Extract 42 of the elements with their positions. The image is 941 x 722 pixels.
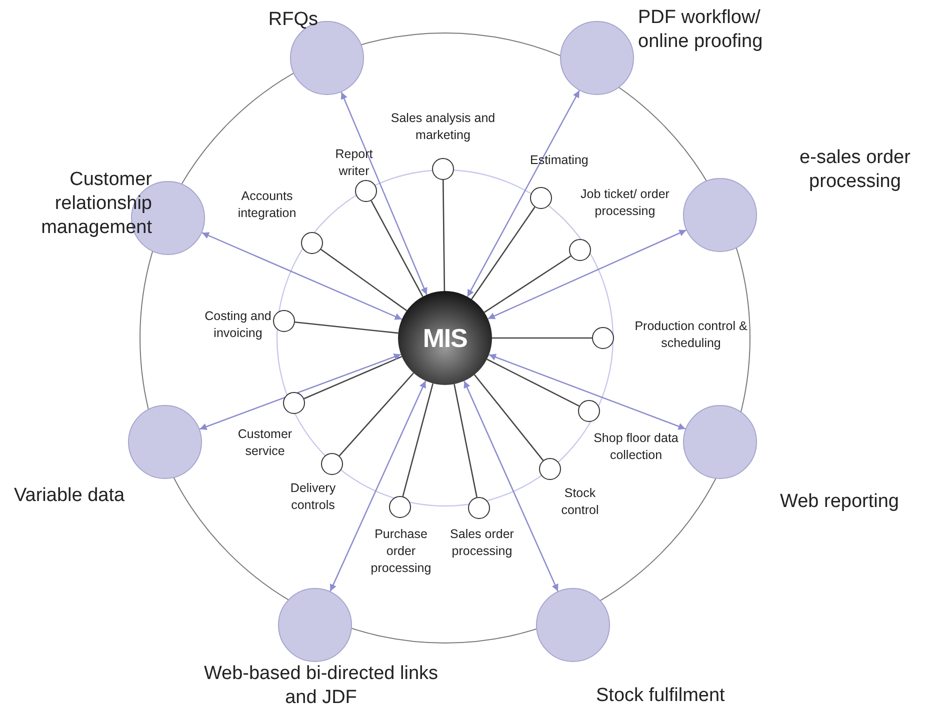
node-label: Costing and invoicing	[204, 308, 272, 342]
connector-line	[484, 255, 572, 313]
node-label: Estimating	[530, 152, 590, 169]
arrow	[340, 92, 428, 295]
connector-line	[486, 358, 580, 407]
connector-line	[492, 337, 592, 339]
arrow	[488, 354, 686, 430]
connector-line	[474, 374, 544, 461]
arrow	[488, 230, 686, 320]
node-label: PDF workflow/ online proofing	[638, 6, 764, 54]
connector-line	[370, 200, 424, 297]
node-label: Report writer	[334, 146, 374, 180]
node-label: Purchase order processing	[370, 526, 432, 577]
node-label: Job ticket/ order processing	[580, 186, 670, 220]
node-label: Sales analysis and marketing	[390, 110, 496, 144]
connector-line	[442, 180, 446, 292]
node-label: Web-based bi-directed links and JDF	[202, 662, 440, 710]
node-label: Production control & scheduling	[634, 318, 748, 352]
node-label: Sales order processing	[449, 526, 515, 560]
connector-line	[454, 384, 478, 498]
node-label: Customer relationship management	[40, 168, 152, 240]
connector-line	[304, 356, 402, 400]
arrow	[466, 90, 580, 297]
node-label: e-sales order processing	[798, 146, 912, 194]
arrow	[202, 232, 402, 320]
node-label: Stock control	[560, 485, 600, 519]
node-label: RFQs	[267, 8, 318, 32]
arrow	[464, 380, 559, 592]
node-label: Shop floor data collection	[592, 430, 680, 464]
node-label: Delivery controls	[289, 480, 337, 514]
node-label: Customer service	[236, 426, 294, 460]
node-label: Web reporting	[780, 490, 900, 514]
connector-line	[338, 372, 414, 456]
node-label: Variable data	[14, 484, 126, 508]
arrow	[199, 354, 402, 430]
arrow	[330, 380, 426, 592]
node-label: Stock fulfilment	[596, 684, 726, 708]
connector-line	[471, 206, 536, 300]
node-label: Accounts integration	[236, 188, 298, 222]
connector-line	[294, 322, 398, 334]
connector-line	[402, 383, 434, 497]
connector-line	[320, 248, 408, 312]
